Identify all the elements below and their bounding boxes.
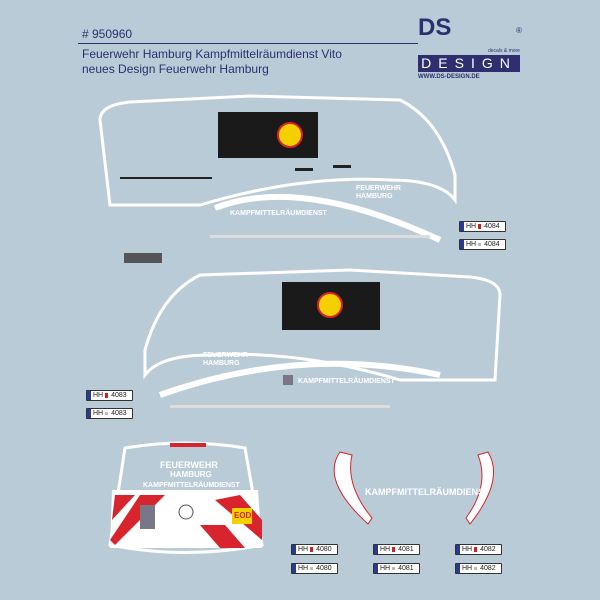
hamburg-text: HAMBURG (170, 470, 212, 479)
title-line1: Feuerwehr Hamburg Kampfmittelräumdienst … (82, 47, 342, 61)
ds-design-logo: DS ® decals & more DESIGN WWW.DS-DESIGN.… (418, 14, 522, 80)
van-side-left (98, 94, 457, 243)
small-decal (124, 253, 162, 263)
kmrd-text: KAMPFMITTELRÄUMDIENST (230, 210, 327, 217)
feuerwehr-text: FEUERWEHR (356, 185, 401, 192)
feuerwehr-text: FEUERWEHR (203, 352, 248, 359)
kmrd-text: KAMPFMITTELRÄUMDIENST (143, 482, 240, 489)
header-rule (78, 43, 418, 44)
eod-label: EOD (234, 511, 252, 520)
article-number: # 950960 (82, 27, 133, 41)
hamburg-text: HAMBURG (356, 193, 393, 200)
kmrd-emblem-icon (317, 292, 343, 318)
rear-arch-decals (333, 451, 495, 525)
kmrd-text: KAMPFMITTELRÄUMDIENST (365, 487, 490, 497)
hamburg-text: HAMBURG (203, 360, 240, 367)
van-side-right (143, 268, 502, 408)
kmrd-text: KAMPFMITTELRÄUMDIENST (298, 378, 395, 385)
feuerwehr-text: FEUERWEHR (160, 460, 218, 470)
title-line2: neues Design Feuerwehr Hamburg (82, 62, 269, 76)
kmrd-emblem-icon (277, 122, 303, 148)
van-rear (108, 441, 264, 554)
